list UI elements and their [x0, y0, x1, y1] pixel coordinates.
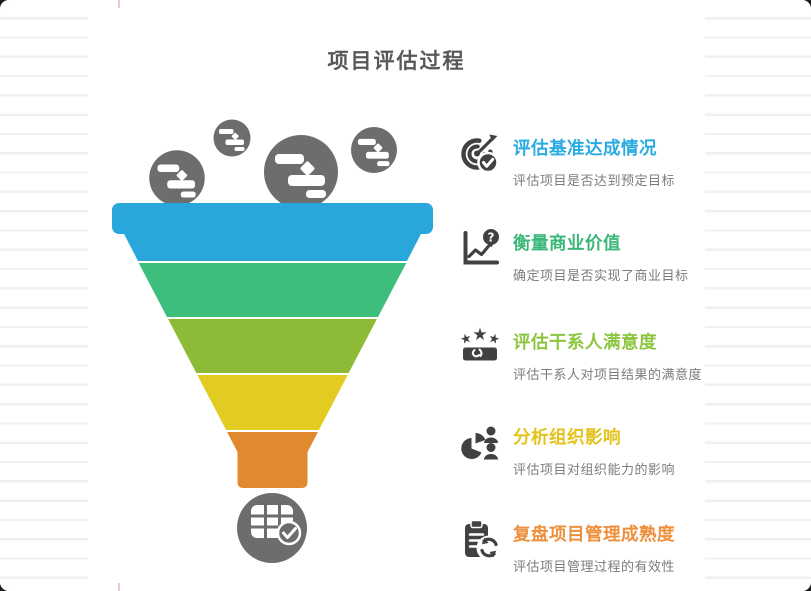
funnel — [112, 203, 433, 488]
funnel-stage-1 — [122, 231, 423, 261]
page-title: 项目评估过程 — [327, 50, 466, 73]
funnel-stage-2 — [138, 263, 407, 317]
eval-text: 衡量商业价值 确定项目是否实现了商业目标 — [513, 226, 768, 284]
eval-item-management-maturity: 复盘项目管理成熟度 评估项目管理过程的有效性 — [458, 517, 768, 575]
item-description: 评估项目管理过程的有效性 — [513, 559, 676, 574]
pie-people-icon — [458, 420, 502, 464]
funnel-stage-4 — [197, 375, 348, 430]
eval-item-organizational-impact: 分析组织影响 评估项目对组织能力的影响 — [458, 420, 768, 478]
eval-text: 分析组织影响 评估项目对组织能力的影响 — [513, 420, 768, 478]
funnel-stage-5-spout — [227, 432, 318, 488]
svg-text:★: ★ — [486, 331, 501, 349]
item-description: 确定项目是否实现了商业目标 — [513, 268, 689, 283]
table-check-icon — [251, 505, 302, 546]
chart-question-icon: ? — [458, 226, 502, 270]
item-title: 衡量商业价值 — [513, 233, 621, 253]
svg-text:★: ★ — [459, 331, 474, 349]
eval-item-business-value: ? 衡量商业价值 确定项目是否实现了商业目标 — [458, 226, 768, 284]
clipboard-refresh-icon — [458, 517, 502, 561]
eval-text: 评估基准达成情况 评估项目是否达到预定目标 — [513, 131, 768, 189]
target-check-icon — [458, 131, 502, 175]
item-title: 评估基准达成情况 — [513, 138, 657, 158]
funnel-stage-3 — [168, 319, 377, 373]
item-description: 评估项目是否达到预定目标 — [513, 173, 676, 188]
item-description: 评估干系人对项目结果的满意度 — [513, 367, 703, 382]
item-title: 评估干系人满意度 — [513, 332, 657, 352]
eval-text: 复盘项目管理成熟度 评估项目管理过程的有效性 — [513, 517, 768, 575]
svg-text:?: ? — [488, 231, 495, 245]
item-title: 分析组织影响 — [513, 427, 621, 447]
eval-item-stakeholder-satisfaction: ★ ★ ★ 评估干系人满意度 评估干系人对项目结果的满意度 — [458, 325, 768, 383]
item-title: 复盘项目管理成熟度 — [513, 524, 675, 544]
stars-handshake-icon: ★ ★ ★ — [458, 325, 502, 369]
eval-item-goal-achievement: 评估基准达成情况 评估项目是否达到预定目标 — [458, 131, 768, 189]
item-description: 评估项目对组织能力的影响 — [513, 462, 676, 477]
svg-text:★: ★ — [472, 325, 487, 345]
eval-text: 评估干系人满意度 评估干系人对项目结果的满意度 — [513, 325, 768, 383]
funnel-result-circle — [237, 493, 307, 563]
funnel-rim — [112, 203, 433, 234]
